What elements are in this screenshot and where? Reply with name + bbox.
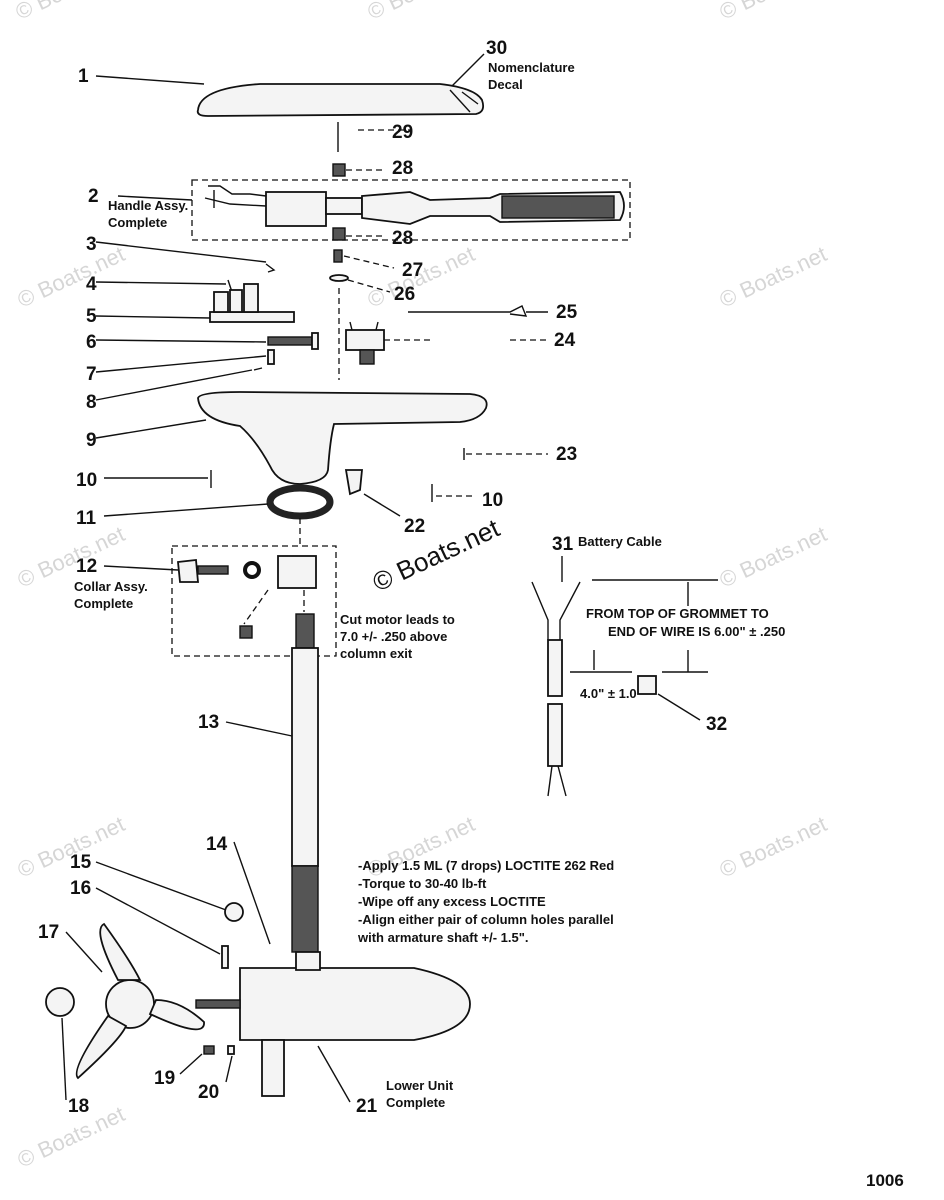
callout-19: 19	[154, 1068, 175, 1089]
watermark: © Boats.net	[12, 0, 127, 25]
part-battery-cable-31	[531, 581, 581, 797]
callout-20: 20	[198, 1082, 219, 1103]
watermark: © Boats.net	[14, 241, 129, 312]
part-washer-15	[224, 902, 244, 922]
part-collar-assembly	[171, 545, 337, 657]
part-screw-3	[265, 263, 276, 273]
callout-28-lower: 28	[392, 228, 413, 249]
label-collar-line1: Collar Assy.	[74, 579, 148, 594]
part-bolt-6	[267, 332, 319, 350]
part-switch-24	[345, 321, 385, 365]
callout-1: 1	[78, 66, 89, 87]
leader-lines	[61, 53, 701, 1103]
part-top-cover	[196, 83, 485, 117]
callout-numbers: 1 30 29 28 2 28 3 27 4 26 25 5 24 6 7 8 …	[38, 38, 727, 1117]
callout-18: 18	[68, 1096, 89, 1117]
note-grommet-line1: FROM TOP OF GROMMET TO	[586, 606, 769, 621]
callout-5: 5	[86, 306, 97, 327]
part-knob-22	[344, 469, 363, 496]
part-lower-unit-21	[239, 951, 471, 1097]
watermark: © Boats.net	[716, 521, 831, 592]
label-handle-line2: Complete	[108, 215, 167, 230]
note-loctite-line5: with armature shaft +/- 1.5".	[357, 930, 529, 945]
part-column-13	[291, 613, 319, 953]
callout-9: 9	[86, 430, 97, 451]
note-cut-line1: Cut motor leads to	[340, 612, 455, 627]
label-handle-line1: Handle Assy.	[108, 198, 188, 213]
part-screw-8	[253, 367, 263, 371]
callout-30: 30	[486, 38, 507, 59]
label-lower-unit-line2: Complete	[386, 1095, 445, 1110]
callout-12: 12	[76, 556, 97, 577]
part-propeller-17	[75, 922, 241, 1080]
callout-31: 31	[552, 534, 574, 555]
callout-32: 32	[706, 714, 727, 735]
watermark: © Boats.net	[716, 241, 831, 312]
part-clip-28-upper	[332, 163, 346, 177]
callout-16: 16	[70, 878, 91, 899]
callout-14: 14	[206, 834, 228, 855]
part-washer-20	[227, 1045, 235, 1055]
note-grommet-line2: END OF WIRE IS 6.00" ± .250	[608, 624, 785, 639]
center-watermark: © Boats.net	[368, 512, 505, 597]
note-dimension-4: 4.0" ± 1.0	[580, 686, 637, 701]
part-labels: Nomenclature Decal Handle Assy. Complete…	[74, 60, 662, 1110]
callout-8: 8	[86, 392, 97, 413]
part-circuit-board	[209, 283, 295, 323]
callout-15: 15	[70, 852, 92, 873]
callout-3: 3	[86, 234, 97, 255]
watermark: © Boats.net	[716, 0, 831, 25]
part-clip-28-lower	[332, 227, 346, 241]
label-nomenclature-line1: Nomenclature	[488, 60, 575, 75]
callout-10-left: 10	[76, 470, 97, 491]
assembly-notes: Cut motor leads to 7.0 +/- .250 above co…	[340, 606, 785, 945]
label-battery-cable: Battery Cable	[578, 534, 662, 549]
page-number: 1006	[866, 1171, 904, 1190]
part-ring-11	[266, 484, 334, 520]
callout-7: 7	[86, 364, 97, 385]
part-screw-19	[203, 1045, 215, 1055]
callout-27: 27	[402, 260, 423, 281]
part-pin-27	[333, 249, 343, 263]
callout-24: 24	[554, 330, 576, 351]
part-pin-16	[221, 945, 229, 969]
callout-23: 23	[556, 444, 577, 465]
callout-10-right: 10	[482, 490, 503, 511]
callout-13: 13	[198, 712, 219, 733]
callout-2: 2	[88, 186, 99, 207]
callout-22: 22	[404, 516, 425, 537]
watermark: © Boats.net	[716, 811, 831, 882]
callout-17: 17	[38, 922, 59, 943]
callout-25: 25	[556, 302, 578, 323]
label-collar-line2: Complete	[74, 596, 133, 611]
note-loctite-line4: -Align either pair of column holes paral…	[358, 912, 614, 927]
callout-21: 21	[356, 1096, 378, 1117]
dimension-lines	[570, 579, 718, 673]
part-washer-26	[329, 274, 349, 282]
part-housing-9	[197, 391, 488, 485]
note-loctite-line1: -Apply 1.5 ML (7 drops) LOCTITE 262 Red	[358, 858, 614, 873]
note-loctite-line2: -Torque to 30-40 lb-ft	[358, 876, 487, 891]
note-cut-line2: 7.0 +/- .250 above	[340, 629, 447, 644]
part-pin-7	[267, 349, 275, 365]
note-cut-line3: column exit	[340, 646, 413, 661]
label-nomenclature-line2: Decal	[488, 77, 523, 92]
part-grommet-32	[637, 675, 657, 695]
callout-26: 26	[394, 284, 415, 305]
callout-6: 6	[86, 332, 97, 353]
part-handle-assembly	[191, 179, 631, 241]
callout-11: 11	[76, 508, 97, 529]
watermark: © Boats.net	[364, 0, 479, 25]
note-loctite-line3: -Wipe off any excess LOCTITE	[358, 894, 546, 909]
callout-4: 4	[86, 274, 97, 295]
callout-29: 29	[392, 122, 413, 143]
part-nut-18	[45, 987, 75, 1017]
part-cable-tie-25	[408, 305, 528, 317]
callout-28-upper: 28	[392, 158, 413, 179]
label-lower-unit-line1: Lower Unit	[386, 1078, 454, 1093]
